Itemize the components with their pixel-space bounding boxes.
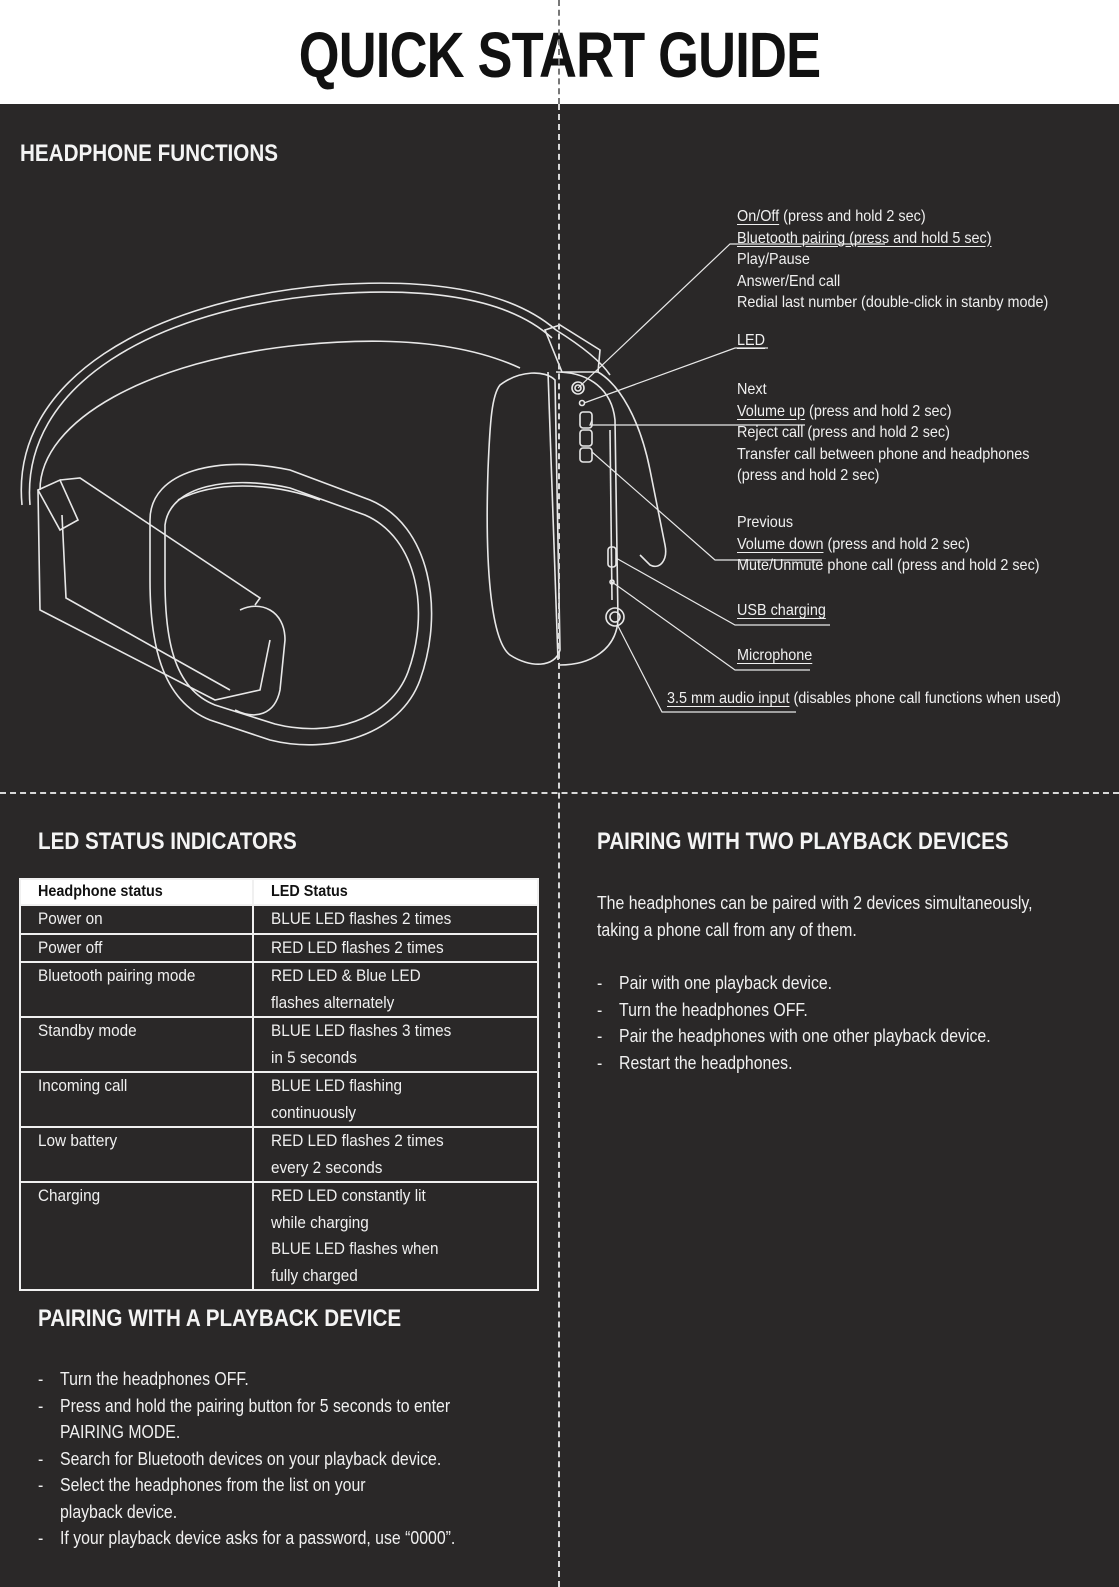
callout-line: Reject call (press and hold 2 sec) xyxy=(737,424,950,441)
status-cell: Bluetooth pairing mode xyxy=(19,961,254,1018)
list-item: Turn the headphones OFF. xyxy=(597,997,991,1024)
led-status-table: Headphone status LED Status Power on BLU… xyxy=(19,878,539,1291)
table-row: Bluetooth pairing mode RED LED & Blue LE… xyxy=(19,961,539,1018)
callout-line: Volume up (press and hold 2 sec) xyxy=(737,402,952,420)
callout-group-multifunction: On/Off (press and hold 2 sec) Bluetooth … xyxy=(737,206,1048,314)
callout-audio-input: 3.5 mm audio input (disables phone call … xyxy=(667,690,1061,707)
callout-line: Play/Pause xyxy=(737,251,810,268)
status-cell: Standby mode xyxy=(19,1016,254,1073)
list-item: Restart the headphones. xyxy=(597,1050,991,1077)
table-header-row: Headphone status LED Status xyxy=(19,878,539,906)
status-cell: Power off xyxy=(19,932,254,963)
callout-line: Redial last number (double-click in stan… xyxy=(737,294,1049,311)
list-item: Pair with one playback device. xyxy=(597,970,991,997)
pairing-two-steps: Pair with one playback device. Turn the … xyxy=(597,970,991,1076)
intro-line: The headphones can be paired with 2 devi… xyxy=(597,893,1033,913)
list-item-continuation: playback device. xyxy=(60,1501,178,1522)
fold-line-top xyxy=(558,0,560,104)
fold-line-horizontal xyxy=(0,792,1119,794)
callout-group-next: Next Volume up (press and hold 2 sec) Re… xyxy=(737,379,1029,487)
callout-line: Volume down (press and hold 2 sec) xyxy=(737,535,970,553)
status-cell: Charging xyxy=(19,1181,254,1291)
callout-line: Previous xyxy=(737,514,794,531)
table-row: Power off RED LED flashes 2 times xyxy=(19,932,539,963)
pairing-two-heading: PAIRING WITH TWO PLAYBACK DEVICES xyxy=(597,828,1009,855)
led-cell: BLUE LED flashes 2 times xyxy=(252,904,539,935)
intro-line: taking a phone call from any of them. xyxy=(597,919,857,940)
column-header: Headphone status xyxy=(19,878,254,906)
callout-line: Next xyxy=(737,381,767,398)
pairing-two-intro: The headphones can be paired with 2 devi… xyxy=(597,890,1033,943)
callout-led: LED xyxy=(737,332,766,349)
callout-line: Bluetooth pairing (press and hold 5 sec) xyxy=(737,229,992,247)
list-item: Turn the headphones OFF. xyxy=(38,1366,455,1393)
list-item: If your playback device asks for a passw… xyxy=(38,1525,455,1552)
callout-line: On/Off (press and hold 2 sec) xyxy=(737,208,926,225)
list-item: Select the headphones from the list on y… xyxy=(38,1472,455,1499)
callout-group-previous: Previous Volume down (press and hold 2 s… xyxy=(737,512,1040,577)
status-cell: Incoming call xyxy=(19,1071,254,1128)
table-row: Power on BLUE LED flashes 2 times xyxy=(19,904,539,935)
callout-usb: USB charging xyxy=(737,602,826,619)
headphone-functions-heading: HEADPHONE FUNCTIONS xyxy=(20,140,279,167)
callout-microphone: Microphone xyxy=(737,647,813,664)
pairing-one-steps: Turn the headphones OFF. Press and hold … xyxy=(38,1366,455,1552)
headphone-illustration xyxy=(20,243,885,746)
callout-line: Mute/Unmute phone call (press and hold 2… xyxy=(737,557,1040,574)
status-cell: Power on xyxy=(19,904,254,935)
list-item: Press and hold the pairing button for 5 … xyxy=(38,1393,455,1420)
callout-line: (press and hold 2 sec) xyxy=(737,467,880,484)
callout-line: Transfer call between phone and headphon… xyxy=(737,445,1030,463)
list-item: Pair the headphones with one other playb… xyxy=(597,1023,991,1050)
status-cell: Low battery xyxy=(19,1126,254,1183)
callout-line: Answer/End call xyxy=(737,272,841,290)
fold-line-vertical xyxy=(558,104,560,1587)
list-item: Search for Bluetooth devices on your pla… xyxy=(38,1446,455,1473)
list-item-continuation: PAIRING MODE. xyxy=(60,1422,181,1442)
column-header: LED Status xyxy=(252,878,539,906)
led-cell: RED LED flashes 2 times xyxy=(252,932,539,963)
pairing-one-heading: PAIRING WITH A PLAYBACK DEVICE xyxy=(38,1305,402,1332)
led-status-heading: LED STATUS INDICATORS xyxy=(38,828,297,855)
